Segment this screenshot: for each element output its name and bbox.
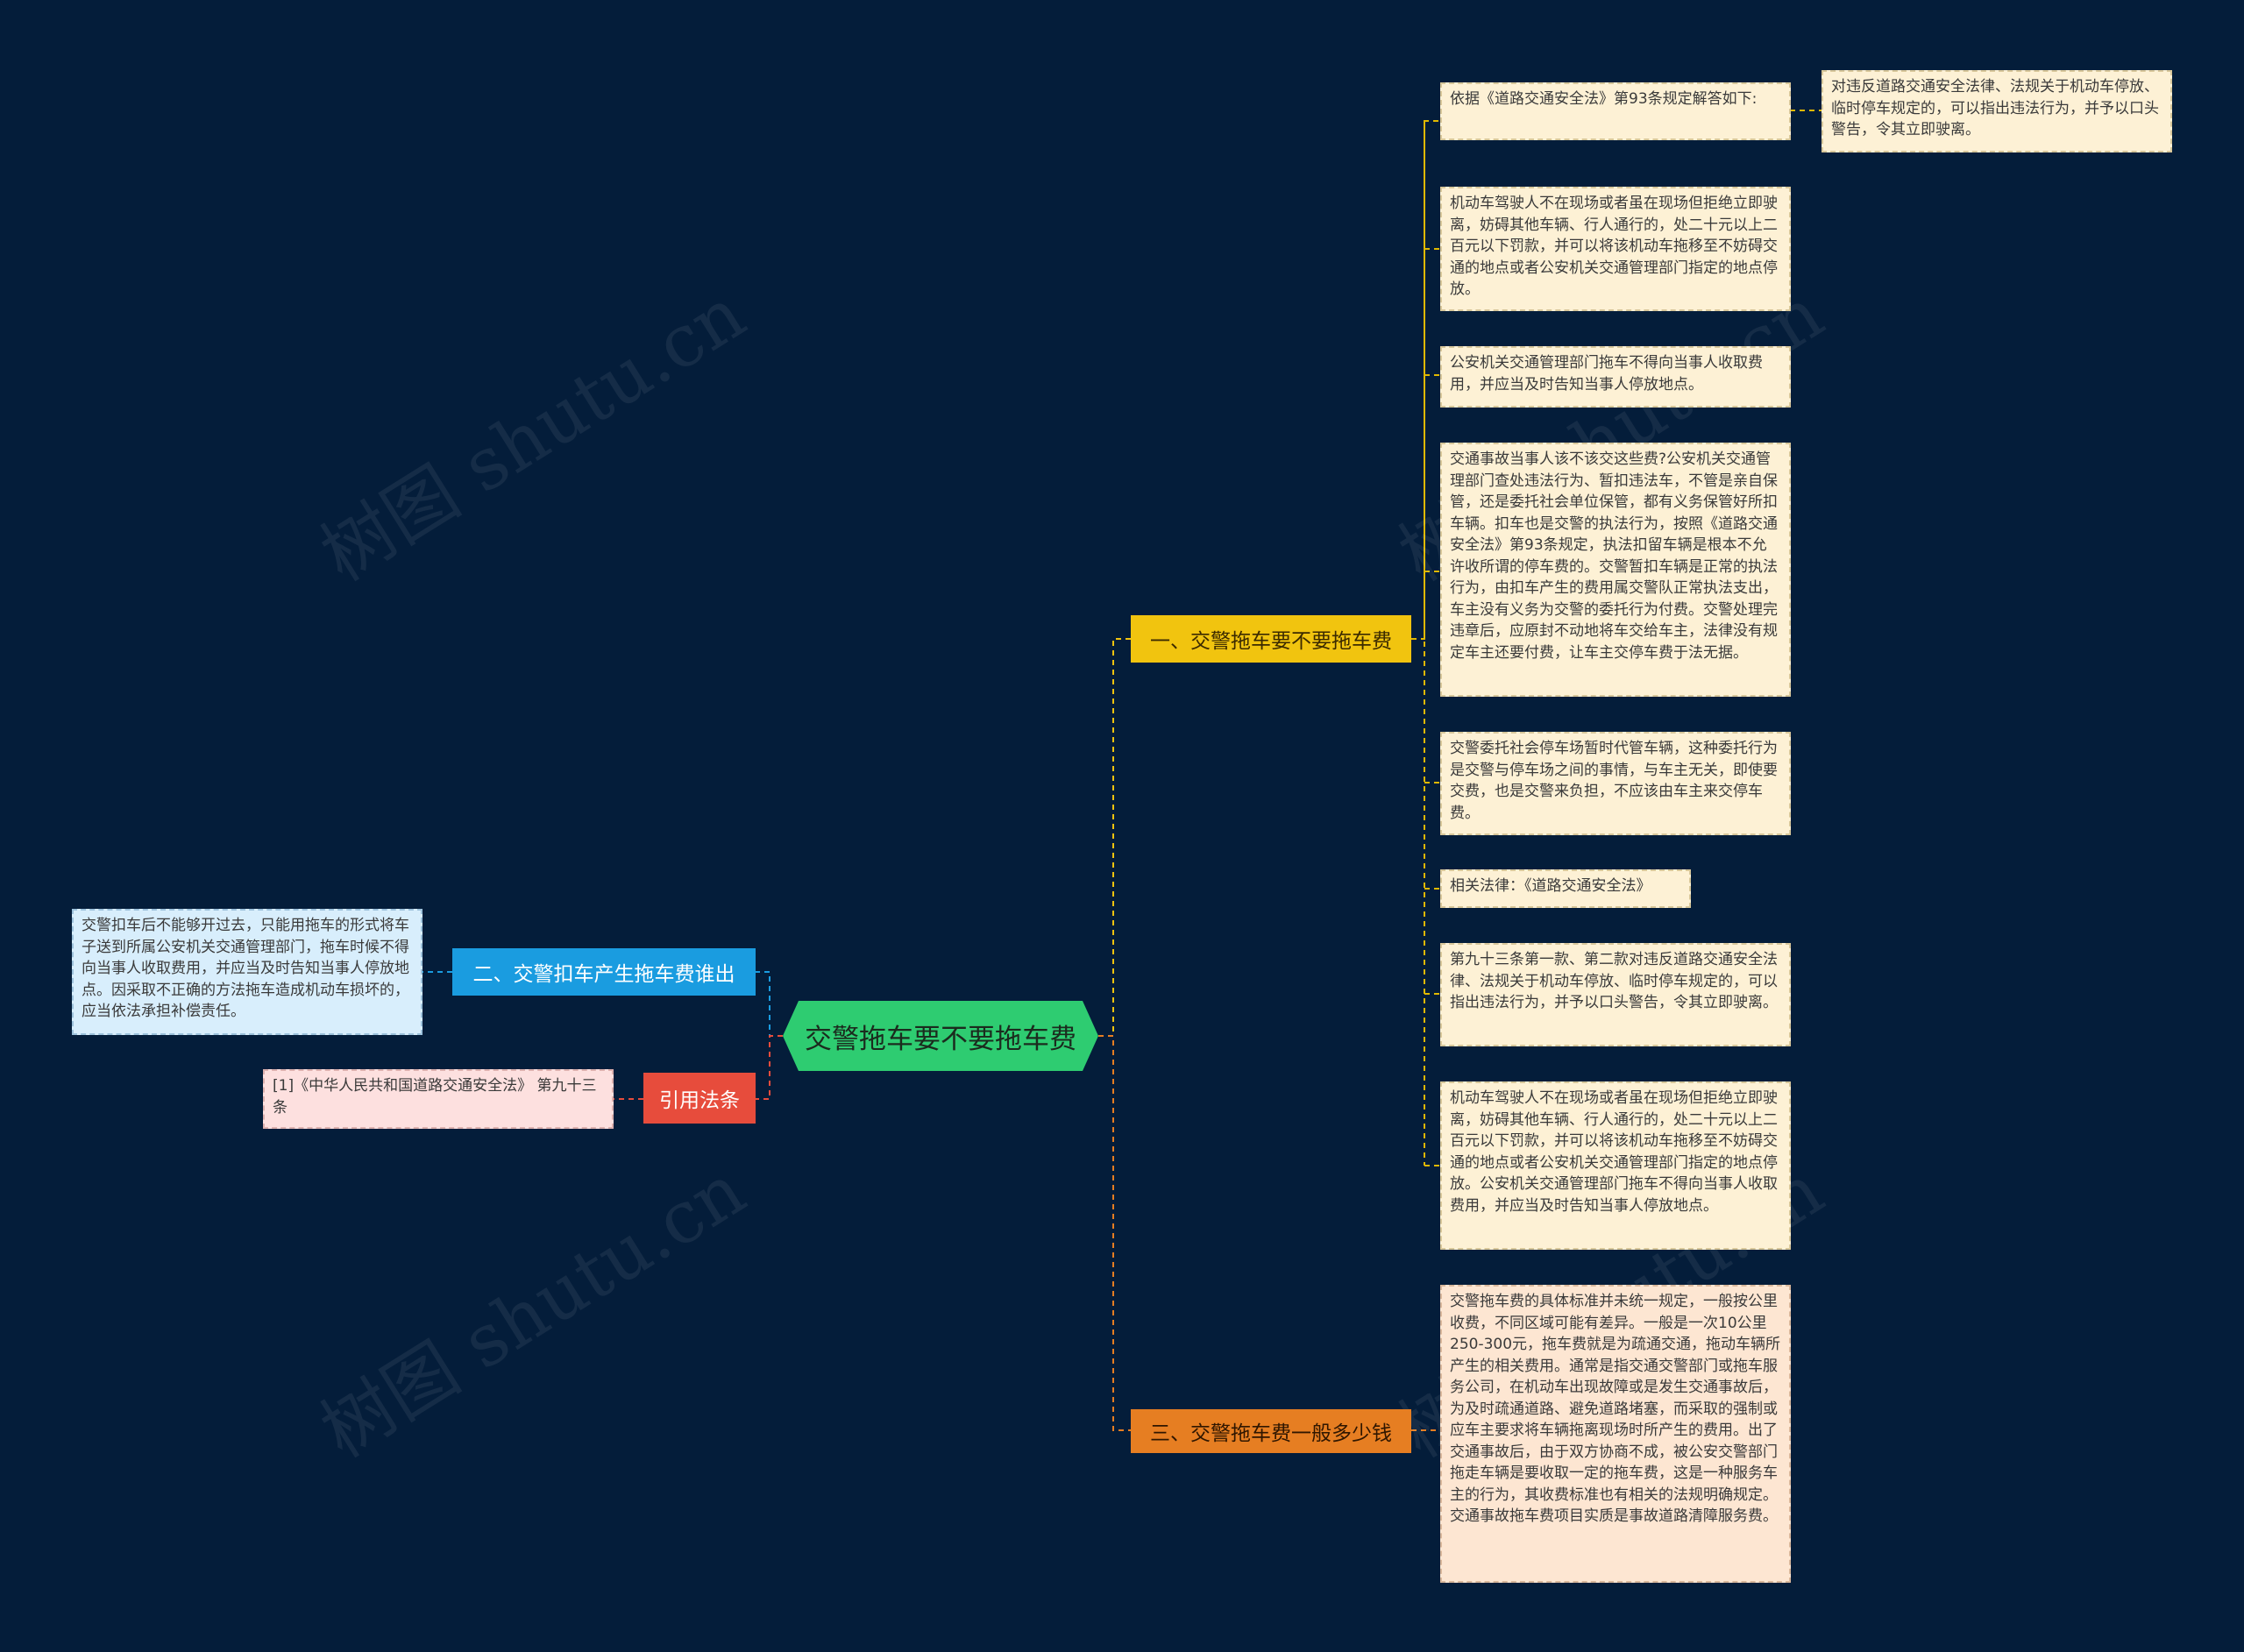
branch-1-topic[interactable]: 一、交警拖车要不要拖车费 [1131, 615, 1411, 663]
leaf-accident-fee[interactable]: 交通事故当事人该不该交这些费?公安机关交通管理部门查处违法行为、暂扣违法车，不管… [1440, 443, 1791, 697]
leaf-law-detail[interactable]: 对违反道路交通安全法律、法规关于机动车停放、临时停车规定的，可以指出违法行为，并… [1821, 70, 2172, 152]
leaf-tow-fee-payer[interactable]: 交警扣车后不能够开过去，只能用拖车的形式将车子送到所属公安机关交通管理部门，拖车… [72, 909, 423, 1035]
leaf-citation[interactable]: [1]《中华人民共和国道路交通安全法》 第九十三条 [263, 1069, 614, 1129]
leaf-article-93[interactable]: 第九十三条第一款、第二款对违反道路交通安全法律、法规关于机动车停放、临时停车规定… [1440, 943, 1791, 1046]
branch-2-topic[interactable]: 二、交警扣车产生拖车费谁出 [452, 948, 756, 996]
root-topic[interactable]: 交警拖车要不要拖车费 [783, 1001, 1098, 1071]
leaf-law-intro[interactable]: 依据《道路交通安全法》第93条规定解答如下: [1440, 82, 1791, 140]
branch-3-topic[interactable]: 三、交警拖车费一般多少钱 [1131, 1409, 1411, 1453]
leaf-no-fee[interactable]: 公安机关交通管理部门拖车不得向当事人收取费用，并应当及时告知当事人停放地点。 [1440, 346, 1791, 408]
leaf-parking-entrust[interactable]: 交警委托社会停车场暂时代管车辆，这种委托行为是交警与停车场之间的事情，与车主无关… [1440, 732, 1791, 835]
leaf-tow-fee-standard[interactable]: 交警拖车费的具体标准并未统一规定，一般按公里收费，不同区域可能有差异。一般是一次… [1440, 1285, 1791, 1583]
leaf-driver-absent[interactable]: 机动车驾驶人不在现场或者虽在现场但拒绝立即驶离，妨碍其他车辆、行人通行的，处二十… [1440, 187, 1791, 311]
leaf-related-law[interactable]: 相关法律：《道路交通安全法》 [1440, 869, 1691, 908]
leaf-driver-absent-full[interactable]: 机动车驾驶人不在现场或者虽在现场但拒绝立即驶离，妨碍其他车辆、行人通行的，处二十… [1440, 1081, 1791, 1250]
branch-4-topic[interactable]: 引用法条 [643, 1073, 756, 1124]
